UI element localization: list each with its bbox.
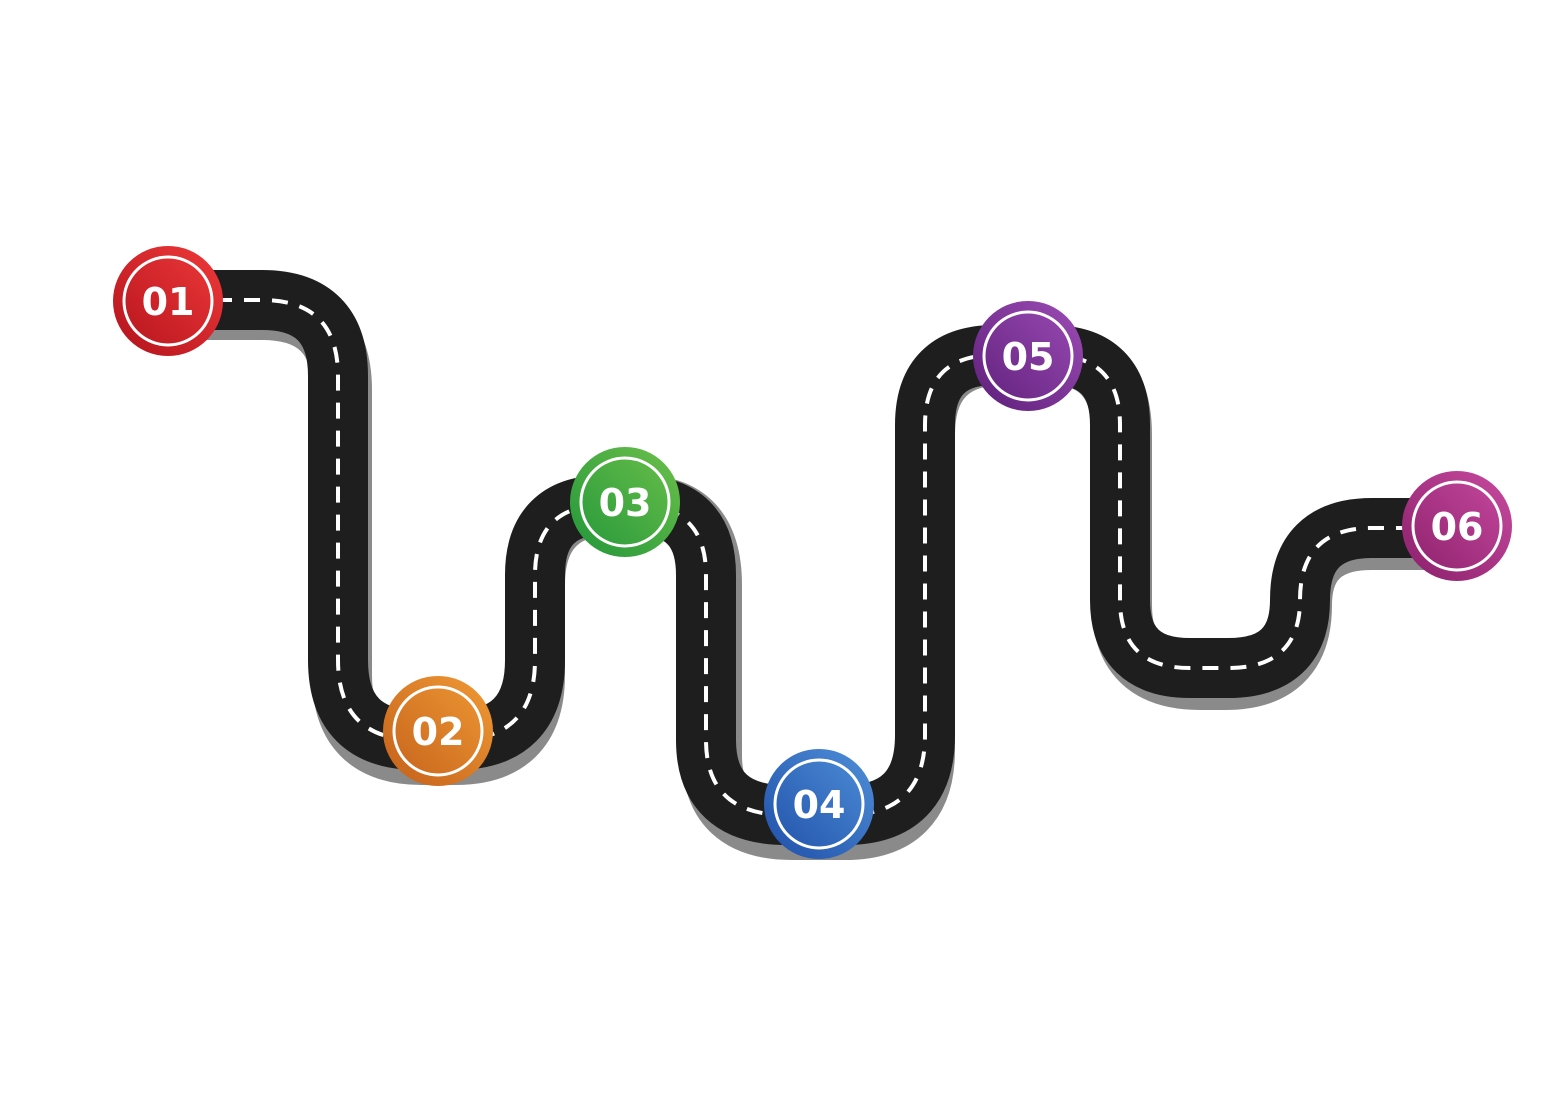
milestone-number: 02	[412, 710, 465, 754]
milestone-number: 03	[599, 481, 652, 525]
milestone-number: 04	[793, 783, 846, 827]
milestone-number: 01	[142, 280, 195, 324]
milestone-marker-01: 01	[113, 246, 223, 356]
milestone-number: 05	[1002, 335, 1055, 379]
milestone-marker-05: 05	[973, 301, 1083, 411]
milestone-marker-03: 03	[570, 447, 680, 557]
road	[160, 270, 1460, 845]
milestone-marker-02: 02	[383, 676, 493, 786]
milestone-number: 06	[1431, 505, 1484, 549]
milestone-marker-04: 04	[764, 749, 874, 859]
milestone-marker-06: 06	[1402, 471, 1512, 581]
